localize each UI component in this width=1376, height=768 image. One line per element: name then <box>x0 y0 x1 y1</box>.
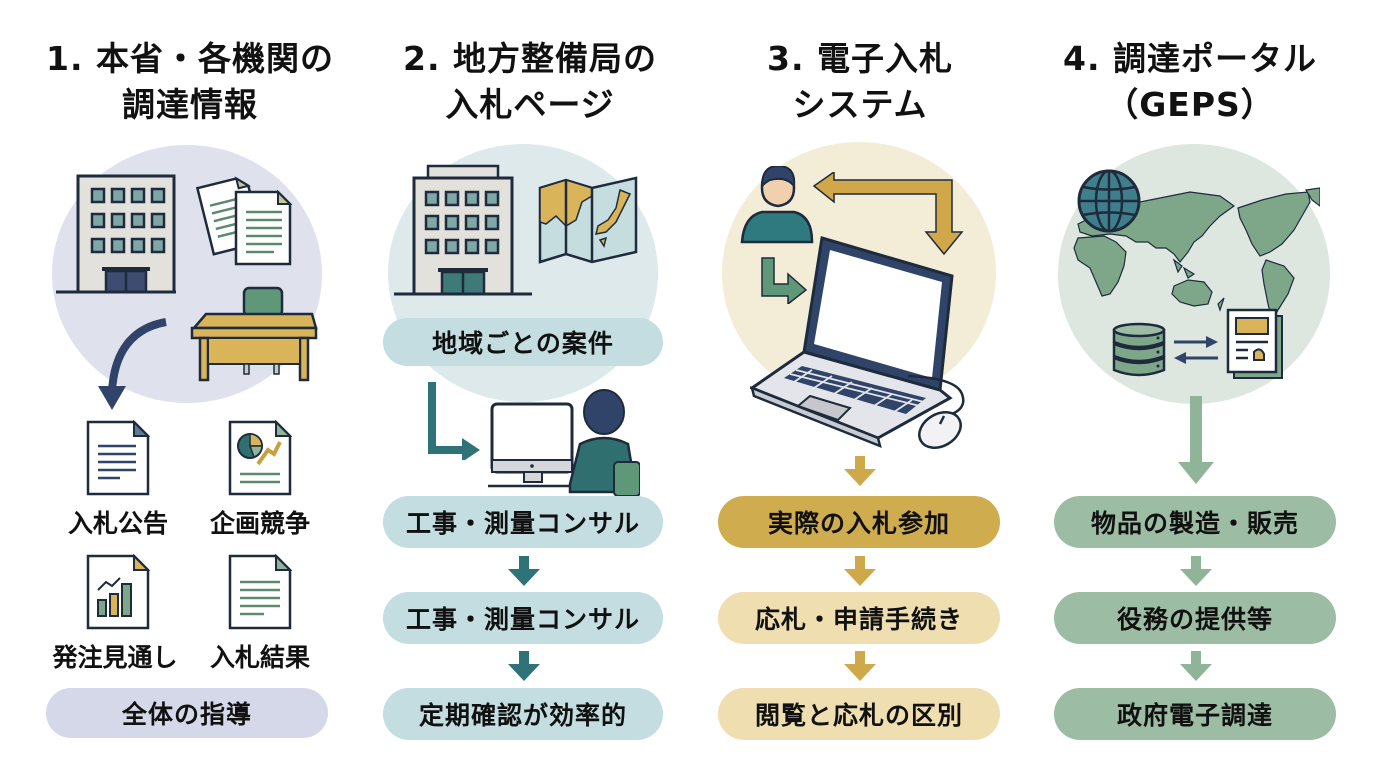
column-3-step-1-pill: 実際の入札参加 <box>718 496 1000 548</box>
column-1-title-line1: 1. 本省・各機関の <box>46 39 334 78</box>
desk-icon <box>188 286 318 386</box>
building-icon <box>56 172 176 294</box>
column-4-title-line1: 4. 調達ポータル <box>1063 39 1317 78</box>
result-document-icon <box>228 554 292 630</box>
text-document-icon <box>86 420 150 496</box>
data-exchange-arrows-icon <box>1174 332 1218 368</box>
overall-guidance-pill: 全体の指導 <box>46 688 328 738</box>
bar-chart-document-icon <box>86 554 150 630</box>
chart-document-icon <box>228 420 292 496</box>
green-elbow-arrow-icon <box>760 256 808 304</box>
column-2-title-line1: 2. 地方整備局の <box>403 39 657 78</box>
documents-icon <box>196 172 296 268</box>
column-2-down-arrow-2-icon <box>508 651 540 681</box>
column-3-title-line2: システム <box>792 85 928 124</box>
exchange-arrows-icon <box>812 172 968 258</box>
document-label-order-outlook: 発注見通し <box>52 643 178 672</box>
column-2-title-line2: 入札ページ <box>445 85 615 124</box>
document-label-bid-results: 入札結果 <box>209 643 310 672</box>
procurement-document-icon <box>1226 308 1284 380</box>
document-label-bid-notice: 入札公告 <box>67 509 168 538</box>
column-3-down-arrow-1-icon <box>844 556 876 586</box>
column-2-step-3-pill: 定期確認が効率的 <box>383 688 663 740</box>
regional-building-icon <box>394 162 534 296</box>
column-3-down-arrow-0-icon <box>844 456 876 486</box>
column-4-down-arrow-1-icon <box>1180 556 1212 586</box>
column-2-step-1-pill: 工事・測量コンサル <box>383 496 663 548</box>
user-icon <box>740 166 814 244</box>
column-2-down-arrow-1-icon <box>508 556 540 586</box>
column-4-title: 4. 調達ポータル （GEPS） <box>1015 36 1365 128</box>
globe-icon <box>1076 168 1142 234</box>
column-1-title: 1. 本省・各機関の 調達情報 <box>20 36 360 128</box>
column-4-title-line2: （GEPS） <box>1105 85 1275 124</box>
column-3-title-line1: 3. 電子入札 <box>767 39 953 78</box>
column-3-step-3-pill: 閲覧と応札の区別 <box>718 688 1000 740</box>
teal-elbow-arrow-icon <box>428 380 484 460</box>
column-4-step-3-pill: 政府電子調達 <box>1054 688 1336 740</box>
column-3-down-arrow-2-icon <box>844 651 876 681</box>
column-4-down-arrow-2-icon <box>1180 651 1212 681</box>
column-2-title: 2. 地方整備局の 入札ページ <box>360 36 700 128</box>
curved-arrow-icon <box>92 318 172 414</box>
document-label-proposal-competition: 企画競争 <box>209 509 310 538</box>
column-4-step-2-pill: 役務の提供等 <box>1054 592 1336 644</box>
person-at-computer-icon <box>488 388 640 496</box>
column-1-title-line2: 調達情報 <box>122 85 258 124</box>
laptop-icon <box>750 230 974 452</box>
column-3-step-2-pill: 応札・申請手続き <box>718 592 1000 644</box>
mouse-icon <box>906 372 976 452</box>
column-2-step-2-pill: 工事・測量コンサル <box>383 592 663 644</box>
column-4-step-1-pill: 物品の製造・販売 <box>1054 496 1336 548</box>
region-cases-pill: 地域ごとの案件 <box>383 318 663 366</box>
japan-map-icon <box>536 176 640 268</box>
column-3-title: 3. 電子入札 システム <box>690 36 1030 128</box>
column-4-down-arrow-0-icon <box>1176 396 1216 488</box>
database-icon <box>1112 322 1166 378</box>
